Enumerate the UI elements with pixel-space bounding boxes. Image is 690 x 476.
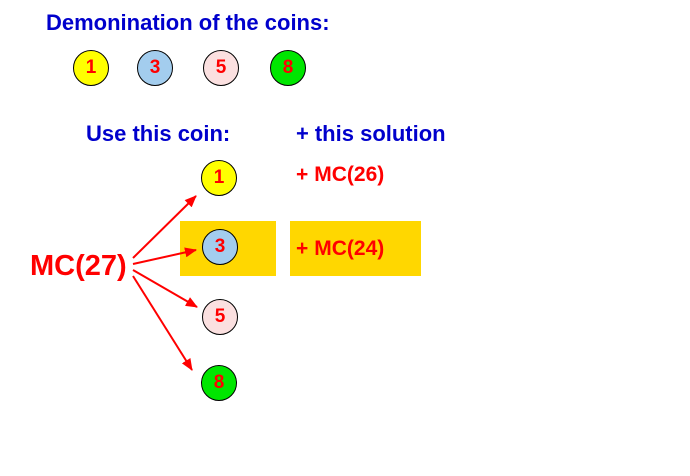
plus-sign: +: [296, 163, 309, 186]
branch-coin-3: 3: [202, 229, 238, 265]
branch-coin-5: 5: [202, 299, 238, 335]
solution-mc-24: +MC(24): [296, 237, 384, 261]
branch-coin-8: 8: [201, 365, 237, 401]
plus-sign: +: [296, 237, 309, 260]
arrow-to-coin-3: [132, 247, 197, 265]
branch-coin-1: 1: [201, 160, 237, 196]
coins-title: Demonination of the coins:: [46, 10, 330, 35]
root-mc-27: MC(27): [30, 250, 127, 282]
solution-mc-26: +MC(26): [296, 163, 384, 187]
coin-8: 8: [270, 50, 306, 86]
coin-1: 1: [73, 50, 109, 86]
highlight-solution-box: [290, 221, 421, 276]
this-solution-label: this solution: [314, 121, 446, 146]
use-coin-heading: Use this coin:: [86, 121, 231, 146]
arrow-to-coin-8: [132, 275, 193, 371]
arrow-to-coin-1: [132, 195, 197, 259]
solution-label: MC(26): [314, 163, 385, 186]
solution-label: MC(24): [314, 237, 385, 260]
this-solution-heading: +this solution: [296, 121, 446, 147]
arrow-to-coin-5: [132, 269, 198, 308]
plus-sign: +: [296, 121, 309, 146]
coin-3: 3: [137, 50, 173, 86]
coin-5: 5: [203, 50, 239, 86]
